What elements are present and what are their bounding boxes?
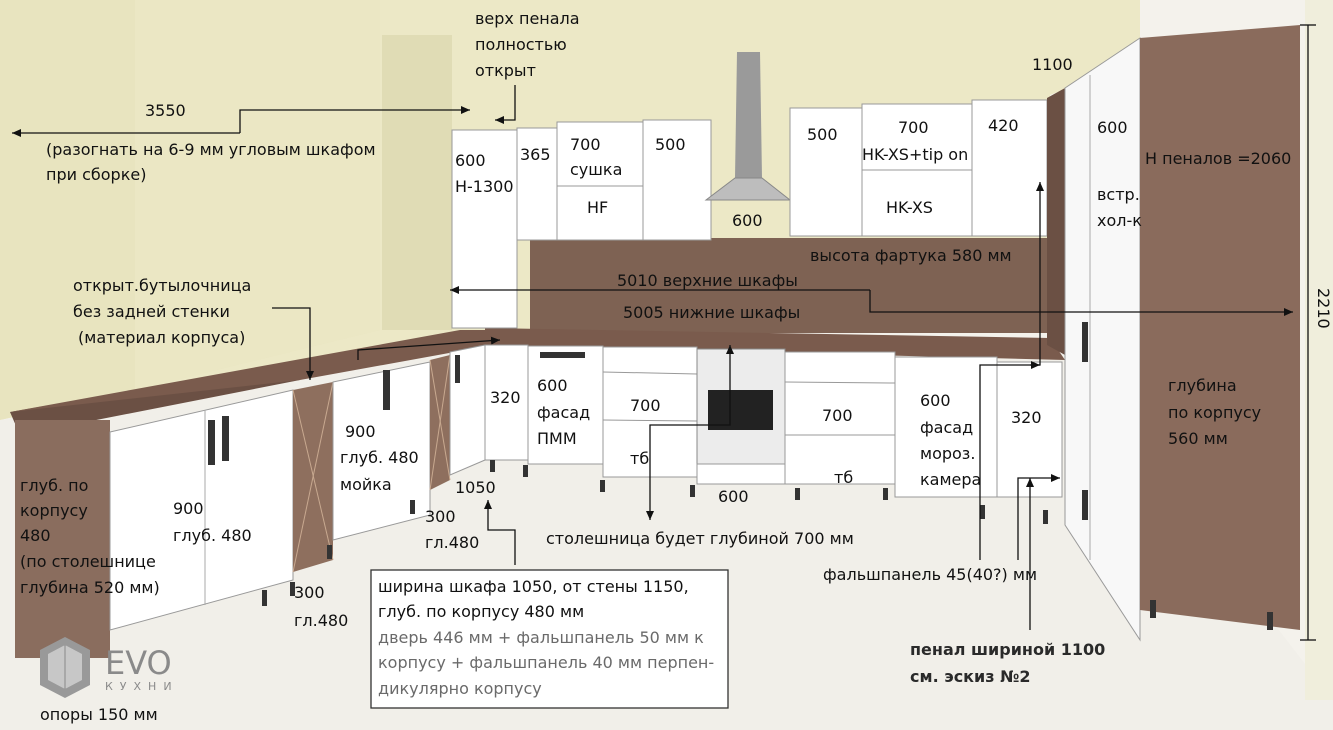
info-line-4: корпусу + фальшпанель 40 мм перпен-	[378, 653, 714, 672]
depth-3: 560 мм	[1168, 429, 1228, 448]
cab-900-depth: глуб. 480	[173, 526, 252, 545]
hf-label: HF	[587, 198, 608, 217]
left-depth-2: корпусу	[20, 501, 88, 520]
width-500-right: 500	[807, 125, 838, 144]
fridge-label-1: встр.	[1097, 185, 1140, 204]
hood-600: 600	[732, 211, 763, 230]
top-note-2: полностью	[475, 35, 567, 54]
apron-height: высота фартука 580 мм	[810, 246, 1012, 265]
dryer-label: сушка	[570, 160, 622, 179]
left-depth-3: 480	[20, 526, 51, 545]
pencil-width: пенал шириной 1100	[910, 640, 1105, 659]
depth-2: по корпусу	[1168, 403, 1261, 422]
info-line-1: ширина шкафа 1050, от стены 1150,	[378, 577, 689, 596]
right-tall-units	[1064, 25, 1300, 642]
width-420: 420	[988, 116, 1019, 135]
oven-700: 700	[630, 396, 661, 415]
width-320-left: 320	[490, 388, 521, 407]
legs-height: опоры 150 мм	[40, 705, 158, 724]
logo-subtext: КУХНИ	[105, 680, 179, 693]
dimension-lines	[12, 24, 1316, 641]
pmm-facade: фасад	[537, 403, 590, 422]
top-note-1: верх пенала	[475, 9, 580, 28]
freezer-label-1: мороз.	[920, 444, 975, 463]
wine-300-depth: гл.480	[294, 611, 348, 630]
wine-300-width: 300	[294, 583, 325, 602]
bottle-note-2: без задней стенки	[73, 302, 230, 321]
lower-5005: 5005 нижние шкафы	[623, 303, 800, 322]
depth-1: глубина	[1168, 376, 1237, 395]
info-box	[370, 569, 729, 709]
oven-tb: тб	[630, 449, 649, 468]
corner-note-1: (разогнать на 6-9 мм угловым шкафом	[46, 140, 376, 159]
pmm-600: 600	[537, 376, 568, 395]
freezer-label-2: камера	[920, 470, 981, 489]
pmm-label: ПММ	[537, 429, 577, 448]
right-tb: тб	[834, 468, 853, 487]
dim-1050: 1050	[455, 478, 496, 497]
sink-900: 900	[345, 422, 376, 441]
bottle-note-3: (материал корпуса)	[78, 328, 245, 347]
left-counter	[10, 330, 510, 658]
hk-tip-on: HK-XS+tip on	[862, 145, 968, 164]
width-700-dryer: 700	[570, 135, 601, 154]
tall-height: H пеналов =2060	[1145, 149, 1291, 168]
width-365: 365	[520, 145, 551, 164]
info-line-5: дикулярно корпусу	[378, 679, 542, 698]
corner-note-2: при сборке)	[46, 165, 146, 184]
info-line-3: дверь 446 мм + фальшпанель 50 мм к	[378, 628, 704, 647]
bottle-note-1: открыт.бутылочница	[73, 276, 251, 295]
tall-h1300: H-1300	[455, 177, 514, 196]
width-700-hk: 700	[898, 118, 929, 137]
dim-2210: 2210	[1314, 288, 1333, 329]
freezer-facade: фасад	[920, 418, 973, 437]
freezer-600: 600	[920, 391, 951, 410]
left-depth-1: глуб. по	[20, 476, 88, 495]
upper-cabinets	[451, 52, 1065, 355]
evo-logo: EVO КУХНИ	[40, 637, 179, 698]
upper-5010: 5010 верхние шкафы	[617, 271, 798, 290]
false-panel: фальшпанель 45(40?) мм	[823, 565, 1037, 584]
worktop-depth: столешница будет глубиной 700 мм	[546, 529, 854, 548]
dim-3550: 3550	[145, 101, 186, 120]
bottom-600: 600	[718, 487, 749, 506]
tall-600: 600	[455, 151, 486, 170]
pencil-sketch-ref: см. эскиз №2	[910, 667, 1031, 686]
logo-text: EVO	[105, 644, 172, 682]
left-depth-4: (по столешнице	[20, 552, 156, 571]
hk-xs: HK-XS	[886, 198, 933, 217]
left-depth-5: глубина 520 мм)	[20, 578, 160, 597]
fridge-label-2: хол-к	[1097, 211, 1142, 230]
sink-depth: глуб. 480	[340, 448, 419, 467]
sink-label: мойка	[340, 475, 392, 494]
fridge-600: 600	[1097, 118, 1128, 137]
dim-1100-top: 1100	[1032, 55, 1073, 74]
bottle-300-depth: гл.480	[425, 533, 479, 552]
bottle-300-width: 300	[425, 507, 456, 526]
annotations: 3550 (разогнать на 6-9 мм угловым шкафом…	[20, 9, 1333, 724]
cab-900-width: 900	[173, 499, 204, 518]
width-500-left: 500	[655, 135, 686, 154]
info-line-2: глуб. по корпусу 480 мм	[378, 602, 584, 621]
right-700: 700	[822, 406, 853, 425]
width-320-right: 320	[1011, 408, 1042, 427]
legs	[262, 460, 1273, 630]
top-note-3: открыт	[475, 61, 536, 80]
